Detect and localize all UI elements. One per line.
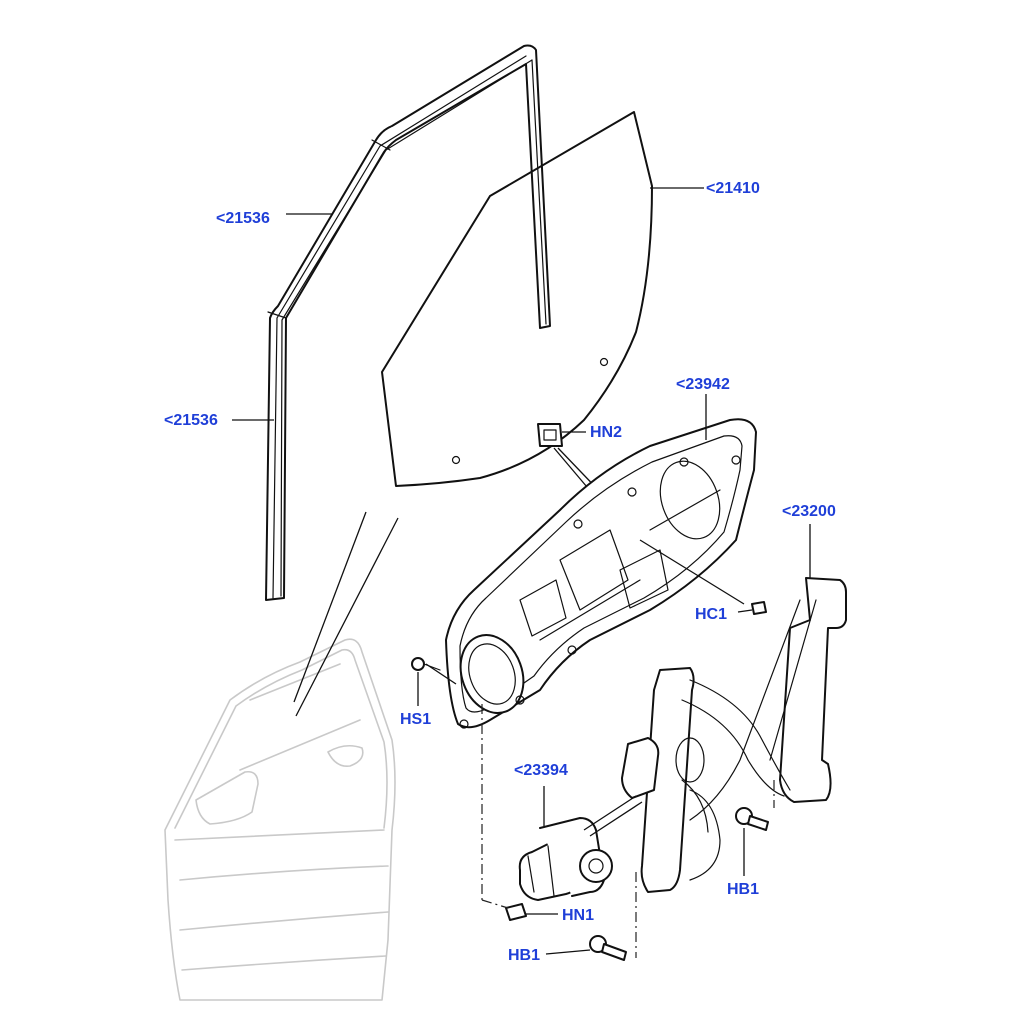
callout-23942[interactable]: <23942 (676, 376, 730, 393)
door-glass (381, 111, 653, 487)
callout-hb1-right[interactable]: HB1 (727, 881, 760, 898)
hb1-right-bolt (735, 807, 769, 876)
hs1-fastener (411, 657, 457, 706)
callout-21410[interactable]: <21410 (706, 180, 760, 197)
glass-run-seal (265, 44, 551, 601)
callout-hc1[interactable]: HC1 (695, 606, 728, 623)
door-carrier-panel (445, 394, 757, 729)
callout-hn2[interactable]: HN2 (590, 424, 623, 441)
callout-hb1-bottom[interactable]: HB1 (508, 947, 541, 964)
hb1-bottom-bolt (545, 935, 627, 961)
window-regulator (621, 524, 847, 958)
callout-21536-upper[interactable]: <21536 (216, 210, 270, 227)
window-motor (518, 786, 643, 901)
callout-hn1[interactable]: HN1 (562, 907, 595, 924)
callout-hs1[interactable]: HS1 (400, 711, 432, 728)
callout-23200[interactable]: <23200 (782, 503, 836, 520)
callout-23394[interactable]: <23394 (514, 762, 568, 779)
door-outline-ghost (164, 638, 396, 1001)
hn1-nut (481, 704, 558, 921)
glass-to-door-leaders (293, 511, 399, 717)
hc1-screw (737, 601, 767, 615)
callout-21536-lower[interactable]: <21536 (164, 412, 218, 429)
